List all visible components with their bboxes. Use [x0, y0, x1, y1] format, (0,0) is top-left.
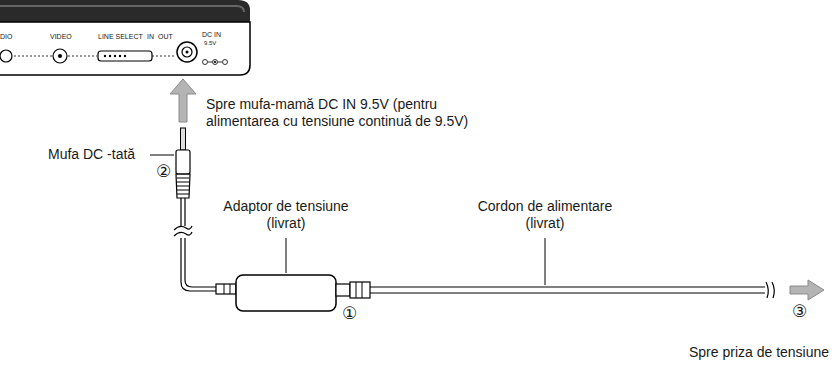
- slide-switch: [98, 51, 152, 61]
- leader-line: [150, 155, 174, 156]
- panel-label: IN: [147, 33, 154, 41]
- panel-label: LINE SELECT: [98, 33, 143, 41]
- outlet-arrow: [790, 280, 824, 300]
- power-cord: [370, 287, 765, 293]
- strain-relief: [216, 284, 236, 294]
- panel-label: DIO: [0, 33, 12, 41]
- callout-number: ②: [156, 162, 171, 182]
- part-label: Adaptor de tensiune (livrat): [211, 198, 361, 232]
- cable-break: [174, 226, 192, 236]
- note-text: Spre priza de tensiune: [689, 344, 829, 361]
- video-jack-pin: [58, 54, 62, 58]
- adapter-inlet: [336, 284, 350, 296]
- polarity-symbol: [203, 60, 228, 65]
- device-front: [0, 22, 250, 75]
- part-label: Cordon de alimentare (livrat): [465, 198, 625, 232]
- panel-label: OUT: [158, 33, 173, 41]
- plug-ribs: [177, 178, 189, 194]
- plug-tip: [181, 128, 186, 150]
- leader-line: [545, 238, 546, 285]
- leader-line: [286, 238, 287, 273]
- callout-number: ③: [792, 302, 807, 322]
- panel-label: VIDEO: [50, 33, 72, 41]
- cord-plug: [350, 282, 370, 298]
- panel-line: [152, 56, 174, 57]
- lid-edge: [0, 6, 244, 12]
- cord-break: [766, 282, 774, 298]
- dc-cable: [181, 198, 185, 226]
- panel-line: [68, 56, 97, 57]
- switch-grip: [104, 55, 126, 57]
- callout-number: ①: [342, 304, 357, 324]
- dc-in-jack: [177, 42, 197, 62]
- device-lid: [0, 0, 250, 22]
- dc-cable: [181, 238, 216, 291]
- video-jack: [53, 49, 67, 63]
- plug-body: [176, 150, 190, 174]
- dc-in-jack-pin: [186, 51, 189, 54]
- panel-label: 9.5V: [204, 40, 216, 47]
- part-label: Mufa DC -tată: [48, 146, 135, 163]
- power-adapter: [236, 275, 336, 311]
- note-text: Spre mufa-mamă DC IN 9.5V (pentru alimen…: [206, 96, 506, 130]
- insert-arrow: [170, 79, 196, 122]
- panel-label: DC IN: [202, 31, 221, 39]
- audio-jack: [0, 50, 12, 62]
- dc-in-jack-inner: [182, 47, 192, 57]
- panel-line: [14, 56, 52, 57]
- plug-grip: [176, 174, 190, 198]
